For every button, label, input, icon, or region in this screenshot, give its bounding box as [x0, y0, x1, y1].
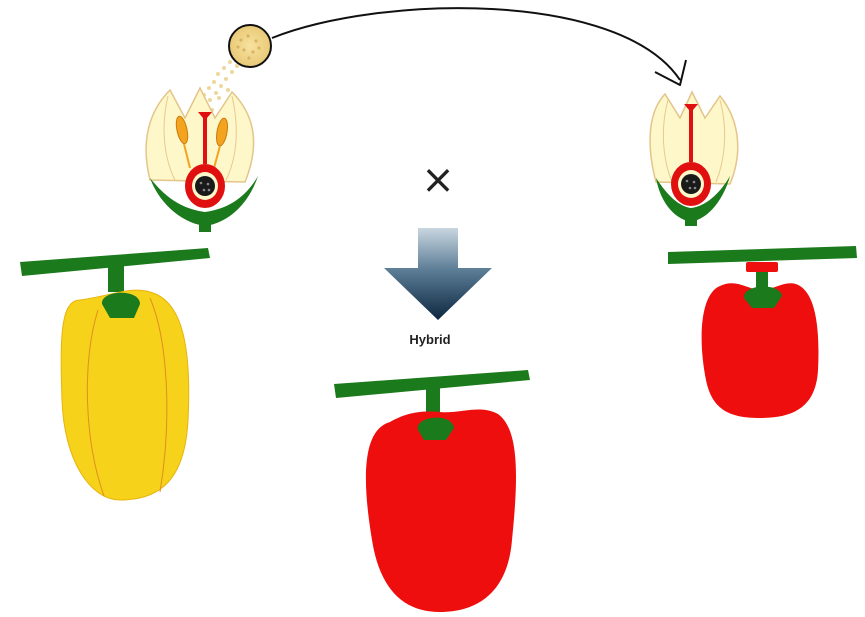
- pollen-stream: [197, 60, 239, 114]
- hybrid-pepper-icon: [334, 370, 530, 612]
- curved-arrow-icon: [271, 7, 687, 86]
- down-arrow-icon: [384, 228, 492, 320]
- hybrid-label: Hybrid: [409, 332, 451, 347]
- pollen-icon: [228, 24, 272, 68]
- cross-symbol: ×: [421, 157, 455, 203]
- yellow-pepper-icon: [20, 248, 210, 501]
- right-flower-icon: [649, 90, 739, 226]
- left-flower-icon: [145, 86, 258, 232]
- red-pepper-icon: [668, 246, 857, 418]
